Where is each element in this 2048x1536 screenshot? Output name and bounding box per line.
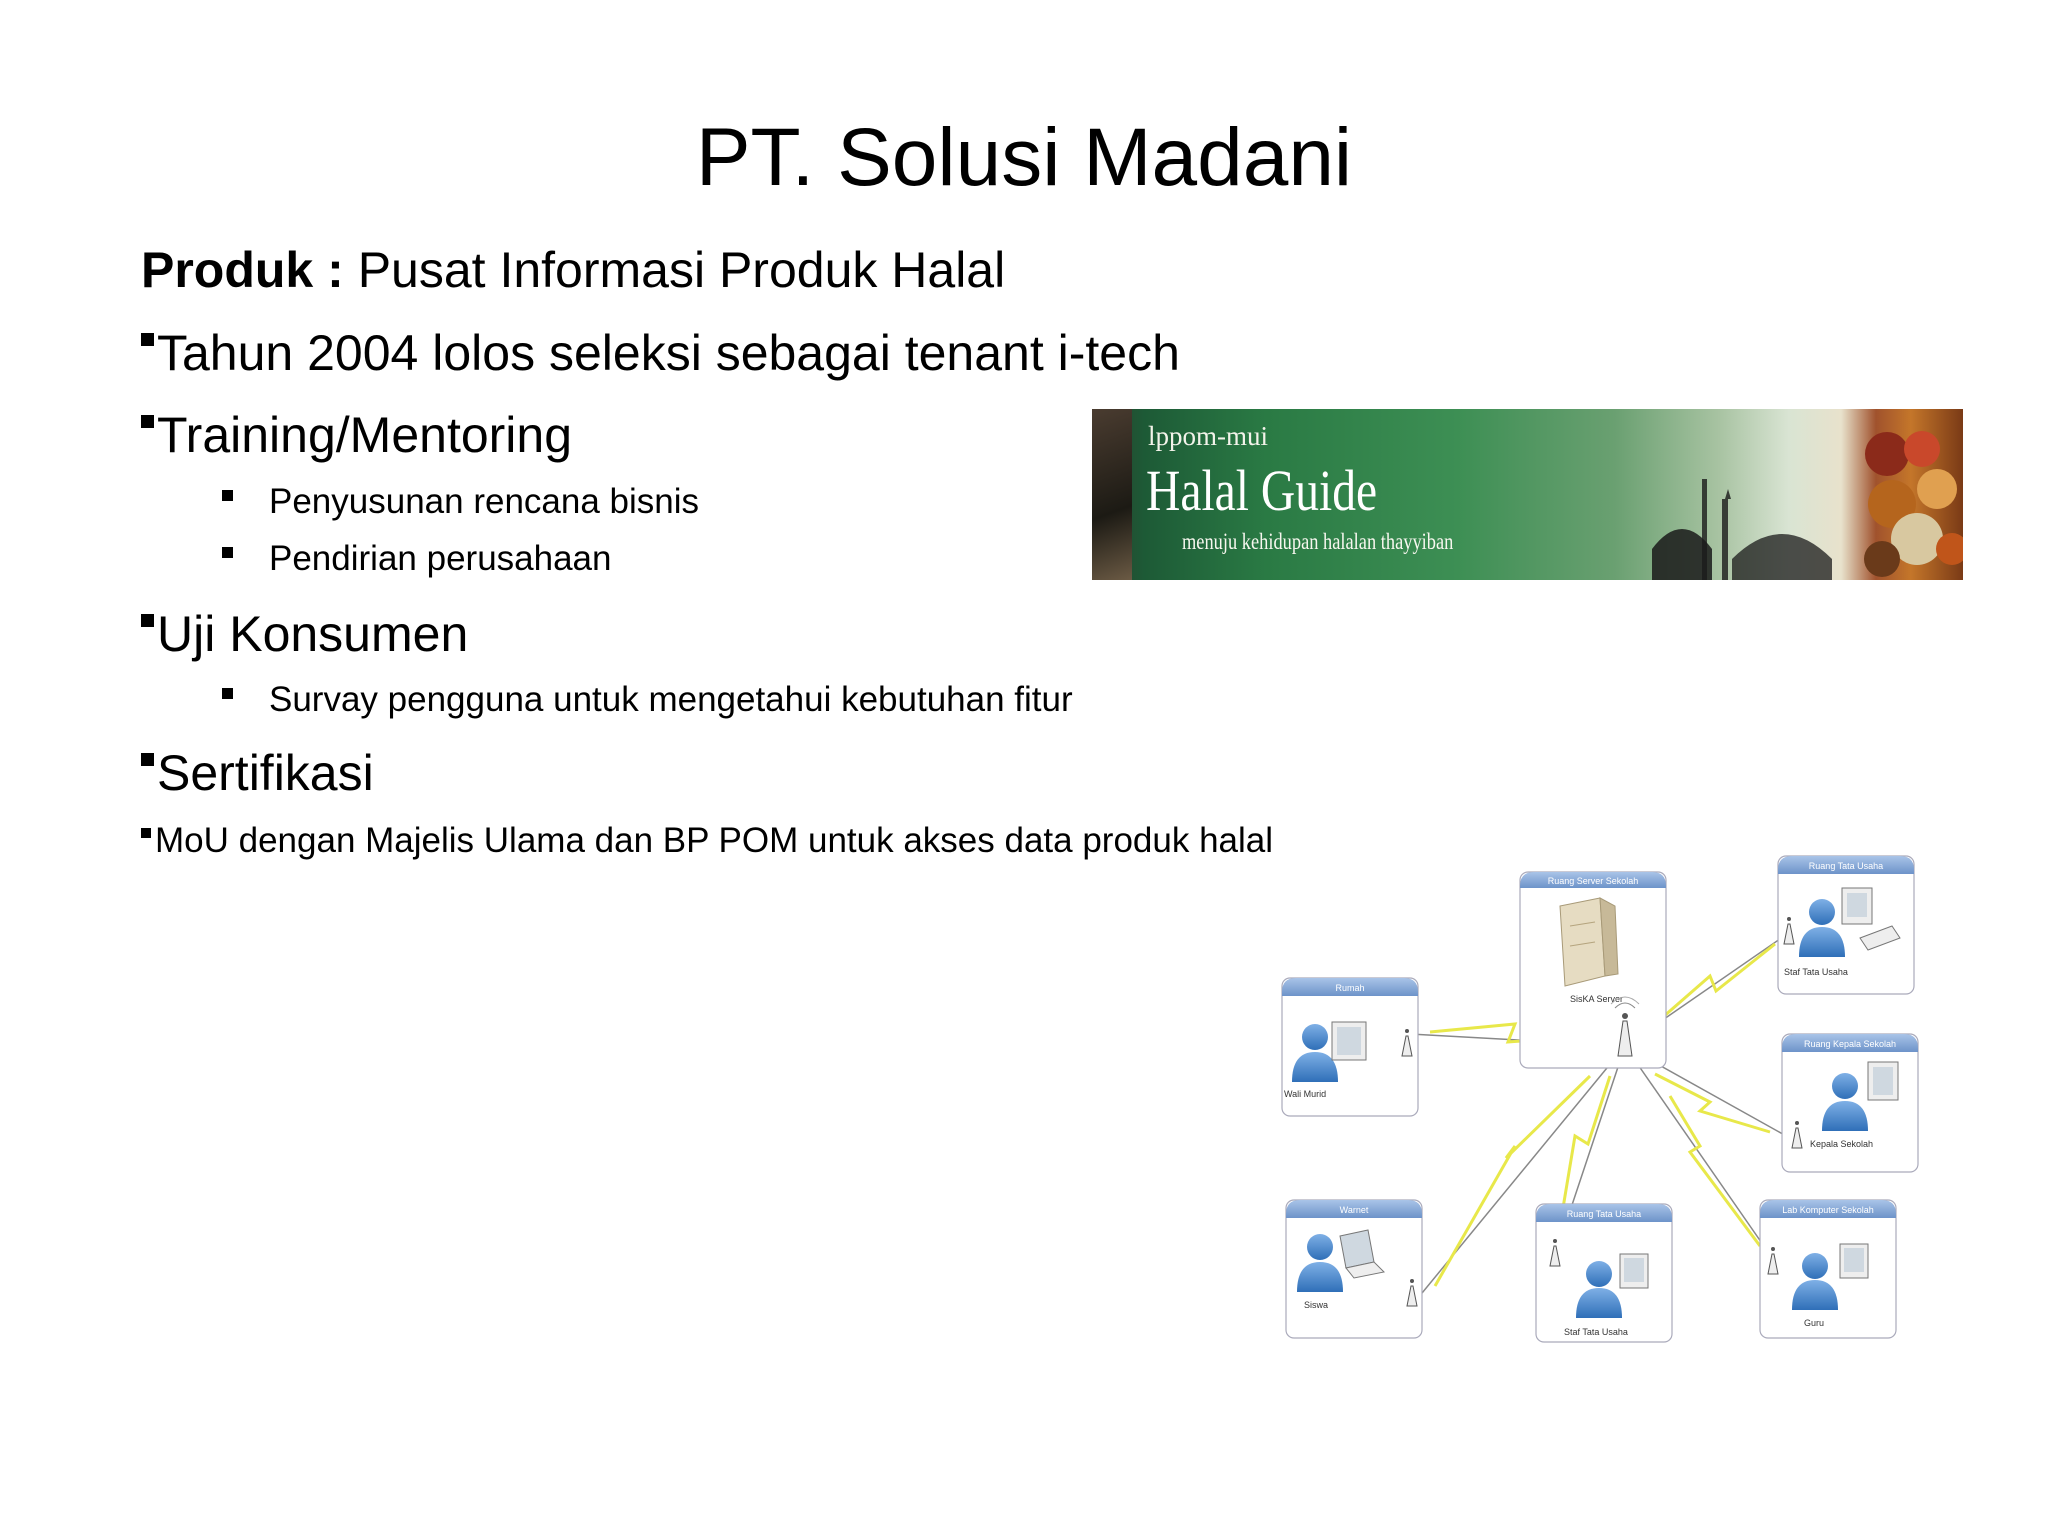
- server-room-box: Ruang Server Sekolah SisKA Server: [1519, 871, 1667, 1069]
- node-label: Siswa: [1304, 1300, 1328, 1310]
- user-icon: [1292, 1024, 1338, 1082]
- bullet-square-icon: [141, 828, 151, 838]
- node-warnet: Warnet Siswa: [1285, 1199, 1423, 1339]
- produk-line: Produk : Pusat Informasi Produk Halal: [141, 240, 1005, 300]
- server-label: SisKA Server: [1570, 994, 1623, 1004]
- produk-value: Pusat Informasi Produk Halal: [357, 242, 1006, 298]
- banner-small-text: lppom-mui: [1148, 421, 1268, 451]
- bullet-square-icon: [222, 490, 233, 501]
- rock-texture: [1092, 409, 1132, 580]
- server-room-header: Ruang Server Sekolah: [1548, 876, 1639, 886]
- produk-label: Produk :: [141, 242, 344, 298]
- bullet-square-icon: [222, 547, 233, 558]
- antenna-icon: [1406, 1279, 1418, 1307]
- bullet-item: Tahun 2004 lolos seleksi sebagai tenant …: [141, 323, 1180, 383]
- halal-guide-banner: lppom-mui Halal Guide menuju kehidupan h…: [1092, 409, 1963, 580]
- user-icon: [1799, 899, 1845, 957]
- node-label: Wali Murid: [1284, 1089, 1326, 1099]
- monitor-icon: [1867, 1061, 1899, 1101]
- node-label: Staf Tata Usaha: [1784, 967, 1848, 977]
- node-header: Ruang Tata Usaha: [1809, 861, 1883, 871]
- user-icon: [1297, 1234, 1343, 1292]
- bullet-item: Training/Mentoring: [141, 405, 572, 465]
- antenna-icon: [1767, 1247, 1779, 1275]
- user-icon: [1792, 1253, 1838, 1310]
- laptop-icon: [1339, 1229, 1386, 1279]
- slide-title: PT. Solusi Madani: [695, 112, 1353, 203]
- monitor-icon: [1331, 1021, 1367, 1061]
- node-rumah: Rumah Wali Murid: [1281, 977, 1419, 1117]
- mou-line: MoU dengan Majelis Ulama dan BP POM untu…: [141, 819, 1273, 863]
- bullet-square-icon: [222, 688, 233, 699]
- bullet-square-icon: [141, 415, 154, 428]
- antenna-icon: [1549, 1239, 1561, 1267]
- sub-bullet-item: Pendirian perusahaan: [222, 537, 611, 581]
- banner-decoration: [1652, 431, 1963, 580]
- network-diagram: Ruang Server Sekolah SisKA Server Rumah: [1281, 855, 1919, 1343]
- node-header: Ruang Kepala Sekolah: [1804, 1039, 1896, 1049]
- node-label: Guru: [1804, 1318, 1824, 1328]
- banner-title: Halal Guide: [1146, 458, 1378, 523]
- server-icon: [1559, 897, 1619, 987]
- antenna-icon: [1791, 1121, 1803, 1149]
- bullet-square-icon: [141, 333, 154, 346]
- node-ruang-tata-usaha-bottom: Ruang Tata Usaha Staf Tata Usaha: [1535, 1203, 1673, 1343]
- user-icon: [1822, 1073, 1868, 1131]
- node-header: Warnet: [1340, 1205, 1369, 1215]
- bullet-square-icon: [141, 614, 154, 627]
- node-label: Staf Tata Usaha: [1564, 1327, 1628, 1337]
- node-header: Rumah: [1335, 983, 1364, 993]
- bullet-item: Sertifikasi: [141, 743, 374, 803]
- computer-icon: [1619, 1253, 1649, 1289]
- access-point-icon: [1610, 996, 1640, 1057]
- computer-icon: [1839, 1243, 1869, 1279]
- node-header: Lab Komputer Sekolah: [1782, 1205, 1874, 1215]
- bullet-square-icon: [141, 753, 154, 766]
- antenna-icon: [1401, 1029, 1413, 1057]
- computer-icon: [1841, 887, 1901, 951]
- user-icon: [1576, 1261, 1622, 1318]
- node-ruang-tata-usaha-top: Ruang Tata Usaha Staf Tata Usaha: [1777, 855, 1915, 995]
- banner-subtitle: menuju kehidupan halalan thayyiban: [1182, 529, 1454, 554]
- node-header: Ruang Tata Usaha: [1567, 1209, 1641, 1219]
- node-label: Kepala Sekolah: [1810, 1139, 1873, 1149]
- sub-bullet-item: Penyusunan rencana bisnis: [222, 480, 699, 524]
- antenna-icon: [1783, 917, 1795, 945]
- node-ruang-kepala-sekolah: Ruang Kepala Sekolah Kepala Sekolah: [1781, 1033, 1919, 1173]
- sub-bullet-item: Survay pengguna untuk mengetahui kebutuh…: [222, 678, 1073, 722]
- node-lab-komputer-sekolah: Lab Komputer Sekolah Guru: [1759, 1199, 1897, 1339]
- bullet-item: Uji Konsumen: [141, 604, 468, 664]
